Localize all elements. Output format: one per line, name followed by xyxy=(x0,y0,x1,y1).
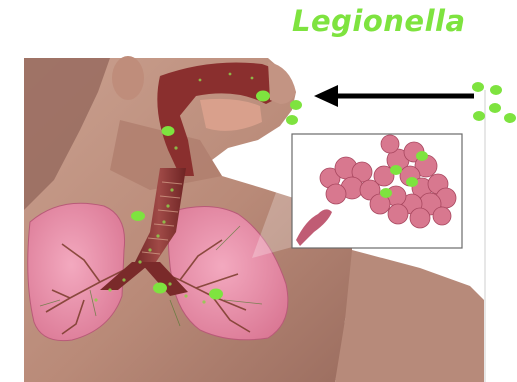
bacterium-icon xyxy=(290,100,302,110)
bacterium-icon xyxy=(473,111,485,121)
bacterium-icon xyxy=(162,126,175,136)
bacterium-icon xyxy=(380,188,392,198)
bacterium-icon xyxy=(489,103,501,113)
left-arrow-icon xyxy=(314,85,474,107)
bacterium-icon xyxy=(209,289,223,300)
bacterium-icon xyxy=(504,113,516,123)
bacterium-icon xyxy=(286,115,298,125)
bacterium-icon xyxy=(256,91,270,102)
bacterium-icon xyxy=(406,177,418,187)
bacterium-icon xyxy=(131,211,145,221)
nose xyxy=(268,62,296,104)
alveoli-inset xyxy=(292,134,462,248)
bacterium-icon xyxy=(390,165,402,175)
bacterium-icon xyxy=(472,82,484,92)
bacterium-icon xyxy=(153,283,167,294)
bacterium-icon xyxy=(416,151,428,161)
bacterium-icon xyxy=(490,85,502,95)
